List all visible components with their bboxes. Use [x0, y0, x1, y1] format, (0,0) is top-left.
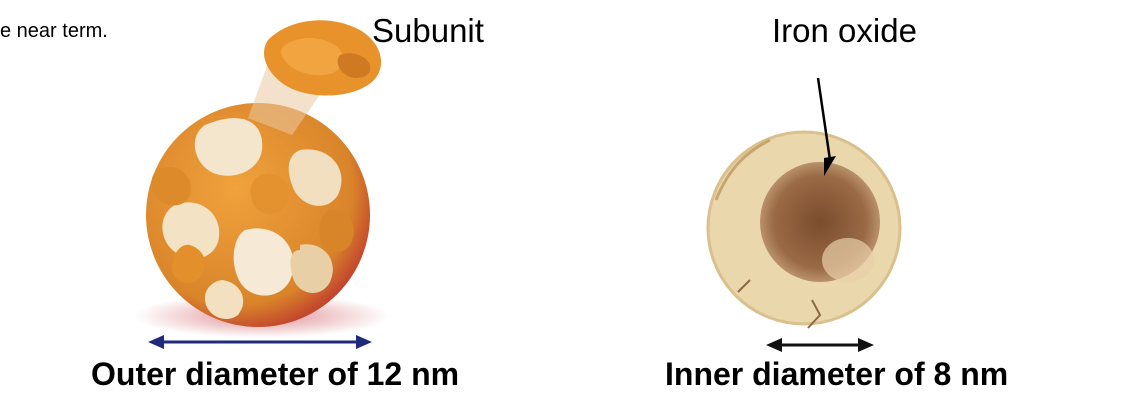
inner-diameter-arrow	[766, 338, 874, 352]
outer-diameter-caption: Outer diameter of 12 nm	[91, 356, 459, 393]
iron-oxide-label: Iron oxide	[772, 12, 917, 50]
ferritin-sphere	[134, 103, 390, 338]
subunit-inset	[248, 20, 381, 135]
ferritin-cutaway	[708, 132, 900, 328]
subunit-label: Subunit	[372, 12, 484, 50]
inner-diameter-caption: Inner diameter of 8 nm	[665, 356, 1008, 393]
